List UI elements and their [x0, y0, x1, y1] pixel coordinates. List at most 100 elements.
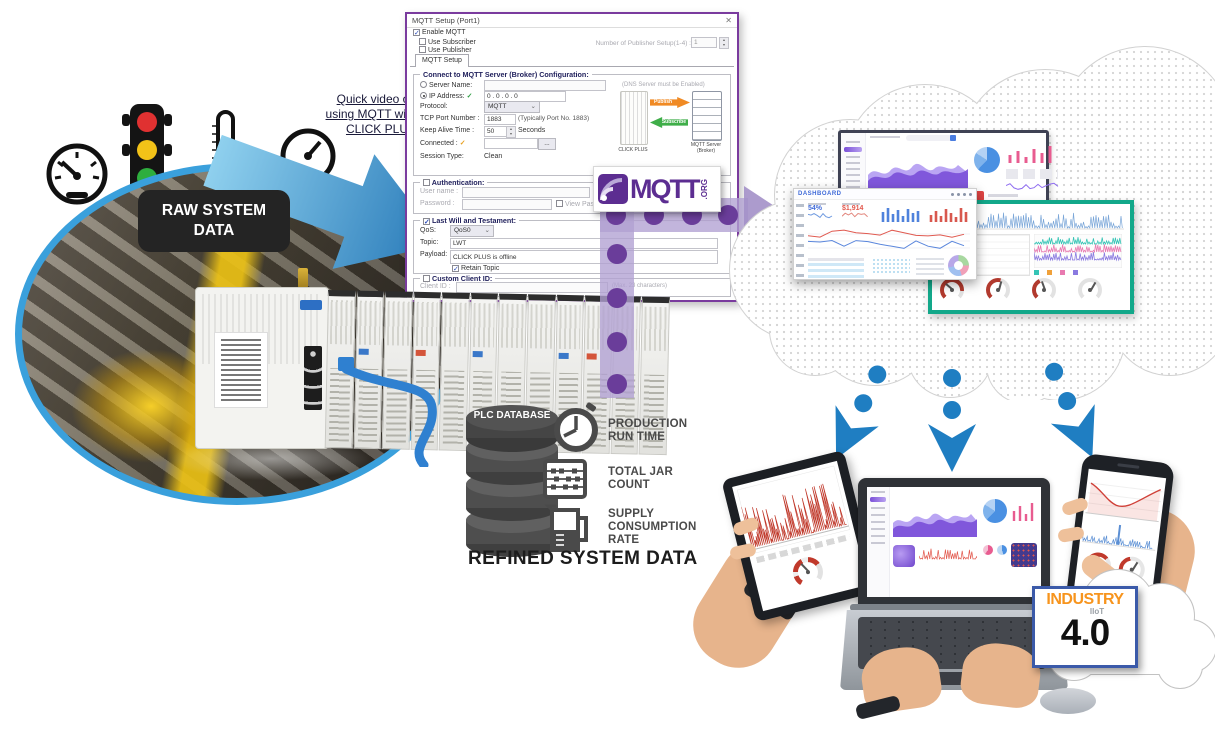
use-subscriber-checkbox[interactable]: Use Subscriber: [419, 38, 476, 46]
cloud-to-tablet-arrow: [835, 365, 887, 459]
publisher-setup-spinner[interactable]: ▲▼: [719, 37, 729, 49]
speedometer-icon: [46, 143, 108, 205]
metric-label-supply: SUPPLY CONSUMPTION RATE: [608, 508, 697, 547]
client-id-input[interactable]: [456, 282, 608, 293]
gauge: [986, 278, 1010, 302]
flow-dot: [607, 288, 627, 308]
quick-video-line1: Quick video on: [336, 92, 416, 106]
kpi-card-1: 54%: [808, 203, 834, 220]
browse-button[interactable]: ...: [538, 138, 556, 150]
phone-device: [1065, 452, 1175, 616]
legend-list: [916, 258, 944, 275]
cpu-terminal-block: [304, 346, 322, 410]
dashboard-header: DASHBOARD: [794, 189, 976, 200]
use-publisher-checkbox[interactable]: Use Publisher: [419, 46, 472, 54]
keep-alive-unit: Seconds: [518, 127, 546, 134]
laptop-donut-1: [983, 545, 993, 555]
keep-alive-label: Keep Alive Time :: [420, 127, 475, 134]
keep-alive-spinner[interactable]: ▲▼: [506, 126, 516, 138]
connected-label: Connected : ✓: [420, 140, 466, 147]
plc-database-label: PLC DATABASE: [473, 410, 551, 421]
flow-dot: [607, 332, 627, 352]
metric-label-jar-count: TOTAL JAR COUNT: [608, 466, 674, 492]
raw-system-data-text: RAW SYSTEM DATA: [161, 201, 267, 239]
phone-blue-spike-chart: [1081, 524, 1156, 551]
mqtt-org-logo: MQTT .ORG: [593, 166, 721, 212]
click-brand-chip: [300, 300, 322, 310]
topic-label: Topic:: [420, 239, 439, 246]
password-input[interactable]: [462, 199, 552, 210]
mqtt-signal-icon: [598, 174, 628, 204]
data-table: [808, 258, 864, 278]
topic-input[interactable]: [450, 238, 718, 249]
lwt-group-title[interactable]: ✓ Last Will and Testament:: [420, 216, 520, 226]
client-id-hint: (Max. 23 characters): [612, 283, 668, 289]
laptop-screen: [867, 487, 1041, 597]
auth-group-title[interactable]: Authentication:: [420, 178, 488, 187]
stat-numbers-row: [1006, 169, 1058, 179]
retain-topic-checkbox[interactable]: ✓ Retain Topic: [452, 265, 500, 273]
view-password-checkbox[interactable]: View Password: [556, 200, 613, 208]
laptop-dash-sidebar: [867, 487, 890, 597]
scatter-plot: [872, 258, 910, 275]
blue-bar-chart: [881, 208, 920, 222]
multiband-chart: [1034, 234, 1122, 268]
dialog-titlebar[interactable]: MQTT Setup (Port1) ✕: [407, 14, 737, 28]
mini-bar-chart-pink: [1008, 146, 1052, 163]
mouse[interactable]: [1040, 688, 1096, 714]
publisher-setup-input[interactable]: [691, 37, 717, 48]
quick-video-link[interactable]: Quick video on using MQTT with CLICK PLU…: [282, 92, 416, 137]
industry-40-logo: INDUSTRY IIoT 4.0: [1032, 586, 1138, 668]
metric-label-production: PRODUCTION RUN TIME: [608, 418, 688, 444]
server-name-radio[interactable]: Server Name:: [420, 81, 472, 89]
ethernet-cable: [338, 357, 437, 467]
laptop-area-chart: [893, 513, 977, 537]
qos-select[interactable]: QoS0⌄: [450, 225, 494, 237]
protocol-select[interactable]: MQTT⌄: [484, 101, 540, 113]
kpi-card-2: $1,914: [842, 203, 872, 220]
broker-group-title: Connect to MQTT Server (Broker) Configur…: [420, 70, 592, 79]
laptop-hinge: [850, 604, 1056, 611]
client-group-title[interactable]: Custom Client ID:: [420, 274, 496, 283]
keep-alive-input[interactable]: [484, 126, 508, 137]
search-icon: [950, 135, 956, 141]
refined-system-data-heading: REFINED SYSTEM DATA: [468, 548, 698, 569]
publish-arrow: Publish: [650, 97, 690, 108]
search-input[interactable]: [906, 135, 956, 141]
device-left-caption: CLICK PLUS: [618, 147, 648, 153]
tcp-port-label: TCP Port Number :: [420, 115, 480, 122]
mqtt-logo-text: MQTT: [630, 173, 700, 204]
session-type-label: Session Type:: [420, 153, 464, 160]
cloud-dashboard-white: DASHBOARD 54% $1,914: [793, 188, 977, 280]
plc-antenna-connector: [298, 268, 308, 288]
tablet-screen: [732, 460, 868, 612]
header-icons: [951, 192, 972, 196]
enable-mqtt-checkbox[interactable]: ✓ Enable MQTT: [413, 29, 466, 37]
cloud-to-laptop-arrow: [928, 369, 976, 472]
ip-address-radio[interactable]: IP Address: ✓: [420, 92, 472, 100]
title-bar: [870, 136, 900, 138]
close-icon[interactable]: ✕: [725, 16, 732, 25]
username-input[interactable]: [462, 187, 590, 198]
beaker-icon: [544, 504, 588, 552]
connected-input[interactable]: [484, 138, 538, 149]
raw-data-flow-arrow: [203, 134, 443, 269]
phone-earpiece: [1117, 463, 1140, 469]
qos-label: QoS:: [420, 227, 436, 234]
alert-badge: [974, 191, 984, 201]
cloud-to-phone-arrow: [1045, 362, 1095, 458]
payload-input[interactable]: [450, 250, 718, 264]
tab-mqtt-setup[interactable]: MQTT Setup: [415, 54, 469, 67]
clock-icon: [554, 402, 598, 452]
lwt-group: ✓ Last Will and Testament: QoS: QoS0⌄ To…: [413, 216, 731, 274]
device-right-caption: MQTT Server (Broker): [690, 142, 722, 154]
donut-chart: [948, 255, 969, 276]
client-id-label: Client ID :: [420, 283, 451, 290]
quick-video-line3: CLICK PLUS: [345, 122, 416, 136]
kpi-value-1: 54%: [808, 205, 823, 212]
mqtt-setup-dialog: MQTT Setup (Port1) ✕ ✓ Enable MQTT Use S…: [405, 12, 739, 302]
server-name-input[interactable]: [484, 80, 606, 91]
tcp-port-input[interactable]: [484, 114, 516, 125]
raw-system-data-label: RAW SYSTEM DATA: [138, 190, 290, 252]
